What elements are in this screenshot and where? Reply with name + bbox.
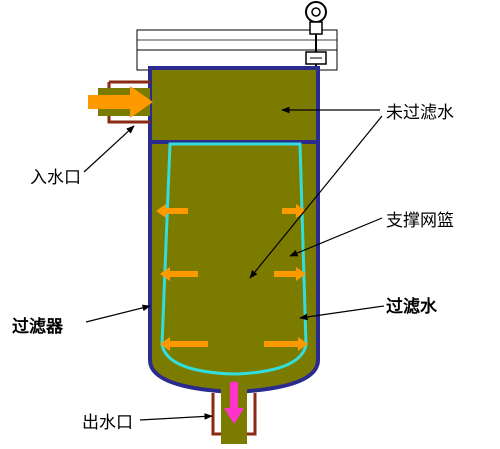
inlet-pipe bbox=[88, 80, 153, 124]
lid-assembly bbox=[136, 1, 338, 71]
label-outlet: 出水口 bbox=[82, 413, 133, 433]
flow-arrow-right-2 bbox=[274, 267, 306, 281]
leader-unfiltered-inner bbox=[249, 115, 383, 279]
label-unfiltered-water: 未过滤水 bbox=[386, 103, 454, 123]
leader-basket bbox=[289, 217, 383, 257]
support-basket bbox=[160, 142, 308, 376]
leader-inlet bbox=[83, 125, 135, 173]
leader-filtered-water bbox=[299, 305, 385, 321]
label-support-basket: 支撑网篮 bbox=[386, 211, 454, 231]
flow-arrow-left-2 bbox=[160, 267, 198, 281]
outlet-pipe bbox=[211, 382, 257, 444]
label-inlet: 入水口 bbox=[30, 168, 81, 188]
flow-arrow-left-3 bbox=[160, 337, 208, 351]
label-filter: 过滤器 bbox=[12, 316, 64, 337]
leader-filter bbox=[85, 304, 151, 323]
arrow-right-icon bbox=[88, 86, 153, 118]
eyebolt-icon bbox=[305, 1, 327, 68]
flow-arrow-left-1 bbox=[156, 204, 188, 218]
flow-arrow-right-3 bbox=[264, 337, 308, 351]
leader-outlet bbox=[139, 413, 213, 421]
flow-arrow-right-1 bbox=[282, 204, 306, 218]
arrow-down-icon bbox=[224, 382, 244, 424]
label-filtered-water: 过滤水 bbox=[386, 296, 438, 317]
leader-lines bbox=[83, 106, 385, 421]
flow-arrows bbox=[156, 204, 308, 351]
